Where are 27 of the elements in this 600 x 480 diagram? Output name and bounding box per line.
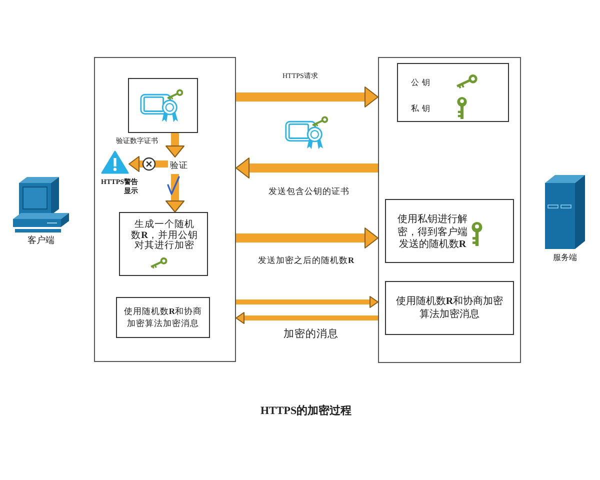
arrow xyxy=(236,228,378,248)
edge-label: 发送加密之后的随机数R xyxy=(257,255,356,266)
arrow xyxy=(236,312,378,324)
icon-caption: 服务端 xyxy=(553,253,577,263)
edge-label: 发送包含公钥的证书 xyxy=(268,186,350,196)
image-box xyxy=(128,78,198,133)
arrow xyxy=(236,158,378,178)
arrow xyxy=(236,86,378,108)
box-text: 生成一个随机数R，并用公钥对其进行加密 xyxy=(130,220,199,252)
caption: HTTPS的加密过程 xyxy=(260,404,352,418)
arrow xyxy=(128,156,168,172)
warning-icon xyxy=(101,150,129,174)
key-label: 私钥 xyxy=(411,103,433,114)
process-box: 使用随机数R和协商加密算法加密消息 xyxy=(116,297,210,338)
arrow xyxy=(236,296,378,308)
step-label: 验证 xyxy=(168,157,190,174)
icon-caption: 客户端 xyxy=(28,235,54,246)
panel xyxy=(378,57,521,363)
process-box xyxy=(119,212,208,276)
panel xyxy=(94,57,236,362)
key-label: 公钥 xyxy=(411,77,433,88)
key-panel xyxy=(397,63,509,122)
arrow xyxy=(166,174,184,212)
process-box: 使用随机数R和协商加密算法加密消息 xyxy=(385,281,514,335)
arrow xyxy=(166,133,184,158)
box-text: 使用私钥进行解密，得到客户端发送的随机数R xyxy=(396,214,468,252)
process-box xyxy=(385,199,514,263)
